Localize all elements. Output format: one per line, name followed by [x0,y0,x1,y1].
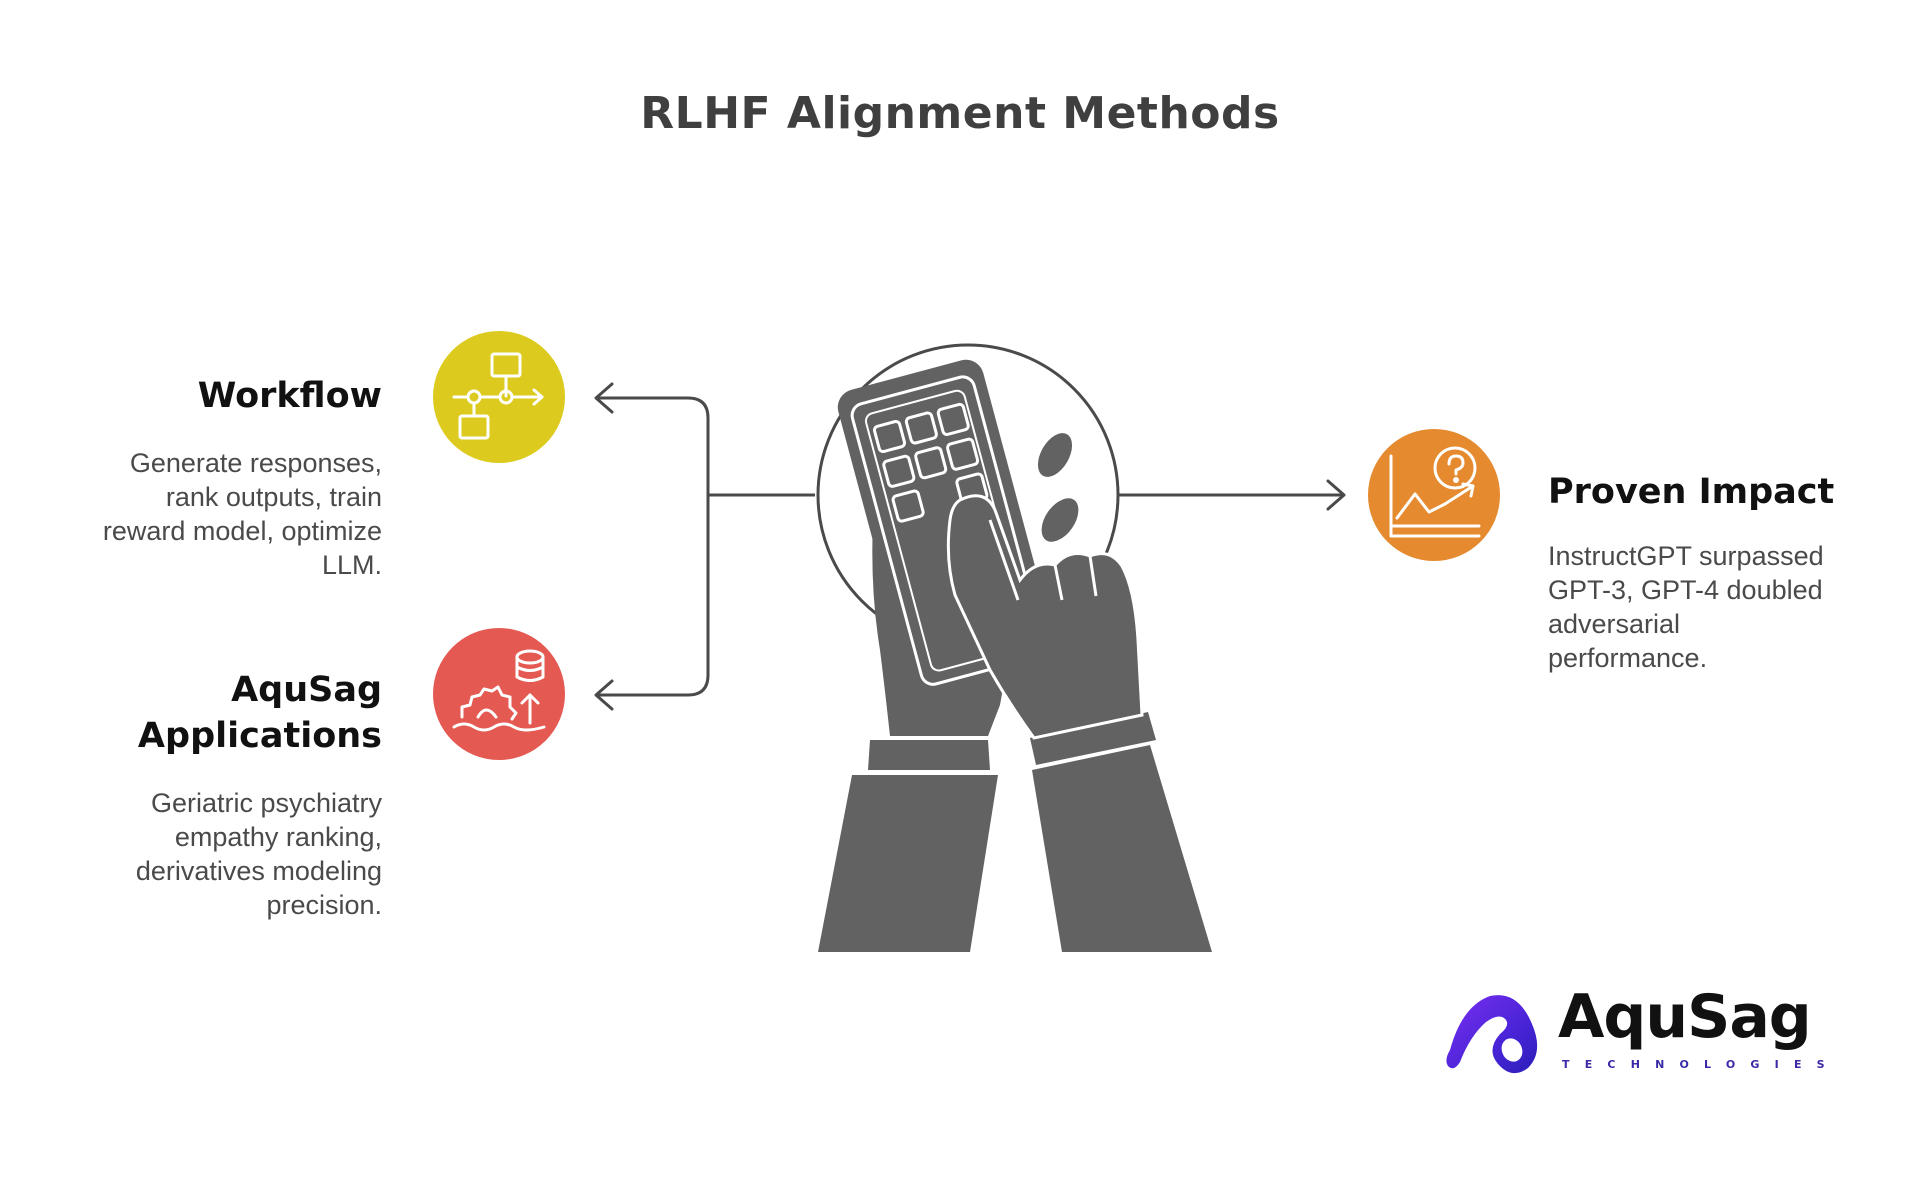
applications-circle [433,628,565,760]
chart-question-icon [1389,446,1481,538]
database-gear-growth-icon [452,649,546,732]
finger-middle [1038,495,1082,545]
applications-desc-line: derivatives modeling [135,856,382,886]
right-cuff [1030,712,1156,765]
connector-branch-left [598,396,710,697]
flowchart-icon [452,352,544,440]
applications-desc-line: Geriatric psychiatry [150,788,382,818]
impact-desc-line: InstructGPT surpassed [1548,541,1824,571]
impact-desc-line: performance. [1548,643,1708,673]
arrowhead-applications [594,679,614,711]
impact-description: InstructGPT surpassed GPT-3, GPT-4 doubl… [1548,539,1868,675]
workflow-desc-line: rank outputs, train [165,482,382,512]
impact-desc-line: GPT-3, GPT-4 doubled [1548,575,1823,605]
impact-heading: Proven Impact [1548,472,1835,512]
impact-desc-line: adversarial [1548,609,1681,639]
applications-heading: AquSag Applications [60,667,382,759]
brand-name: AquSag [1558,982,1812,1052]
impact-circle [1368,429,1500,561]
workflow-description: Generate responses, rank outputs, train … [60,446,382,582]
applications-heading-line: Applications [137,716,382,756]
applications-heading-line: AquSag [231,670,382,710]
right-sleeve [1032,745,1212,952]
workflow-desc-line: reward model, optimize [102,516,382,546]
workflow-heading: Workflow [197,376,382,416]
finger-top [1037,433,1073,477]
diagram-title: RLHF Alignment Methods [640,88,1280,139]
applications-desc-line: precision. [266,890,382,920]
arrowhead-workflow [594,382,614,414]
workflow-desc-line: Generate responses, [129,448,382,478]
applications-icon-badge [433,628,565,760]
applications-description: Geriatric psychiatry empathy ranking, de… [60,786,382,922]
impact-icon-badge [1368,429,1500,561]
right-hand [946,494,1144,740]
hands-keypad-icon [818,359,1212,952]
left-cuff [868,740,990,770]
applications-desc-line: empathy ranking, [174,822,382,852]
brand-logo-icon [1446,995,1538,1074]
workflow-icon-badge [433,331,565,463]
brand-tagline: TECHNOLOGIES [1562,1058,1840,1071]
workflow-desc-line: LLM. [321,550,382,580]
arrowhead-impact [1326,479,1346,511]
left-sleeve [818,775,998,952]
